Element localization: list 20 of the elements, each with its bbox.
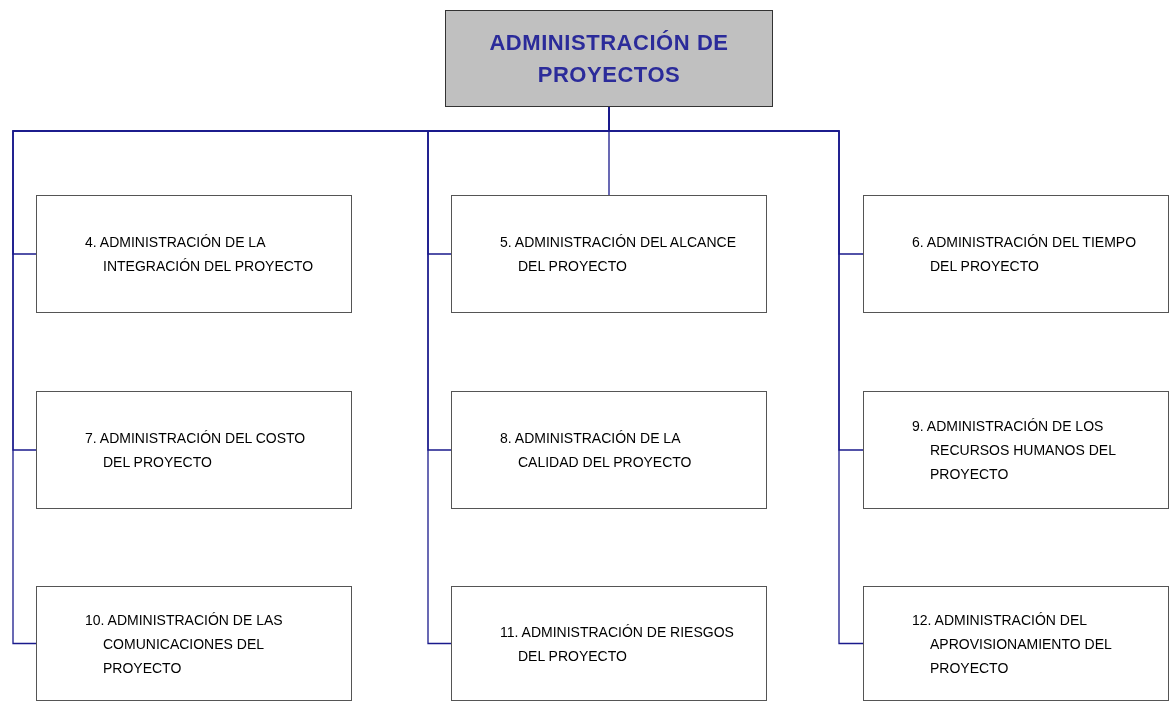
area-label: 10. ADMINISTRACIÓN DE LAS COMUNICACIONES DEL PROYECTO: [85, 610, 284, 678]
area-box: [451, 586, 767, 701]
area-box: [451, 391, 767, 509]
area-label: 4. ADMINISTRACIÓN DE LA INTEGRACIÓN DEL PROYECTO: [85, 233, 315, 276]
area-box: [863, 586, 1169, 701]
area-box: [36, 391, 352, 509]
area-box: [36, 586, 352, 701]
area-box: [451, 195, 767, 313]
area-box: [863, 391, 1169, 509]
area-label: 7. ADMINISTRACIÓN DEL COSTO DEL PROYECTO: [85, 429, 307, 472]
area-label: 9. ADMINISTRACIÓN DE LOS RECURSOS HUMANOS DEL PROYECTO: [912, 417, 1117, 484]
area-box: [863, 195, 1169, 313]
area-box: [36, 195, 352, 313]
area-label: 6. ADMINISTRACIÓN DEL TIEMPO DEL PROYECTO: [912, 233, 1138, 276]
area-label: 5. ADMINISTRACIÓN DEL ALCANCE DEL PROYECTO: [500, 233, 736, 276]
area-label: 8. ADMINISTRACIÓN DE LA CALIDAD DEL PROYECTO: [500, 429, 693, 472]
area-label: 11. ADMINISTRACIÓN DE RIESGOS DEL PROYECTO: [500, 622, 735, 666]
title-text: ADMINISTRACIÓN DE PROYECTOS: [488, 28, 730, 89]
root-box: [445, 10, 773, 107]
area-label: 12. ADMINISTRACIÓN DEL APROVISIONAMIENTO DEL PROYECTO: [912, 610, 1113, 678]
